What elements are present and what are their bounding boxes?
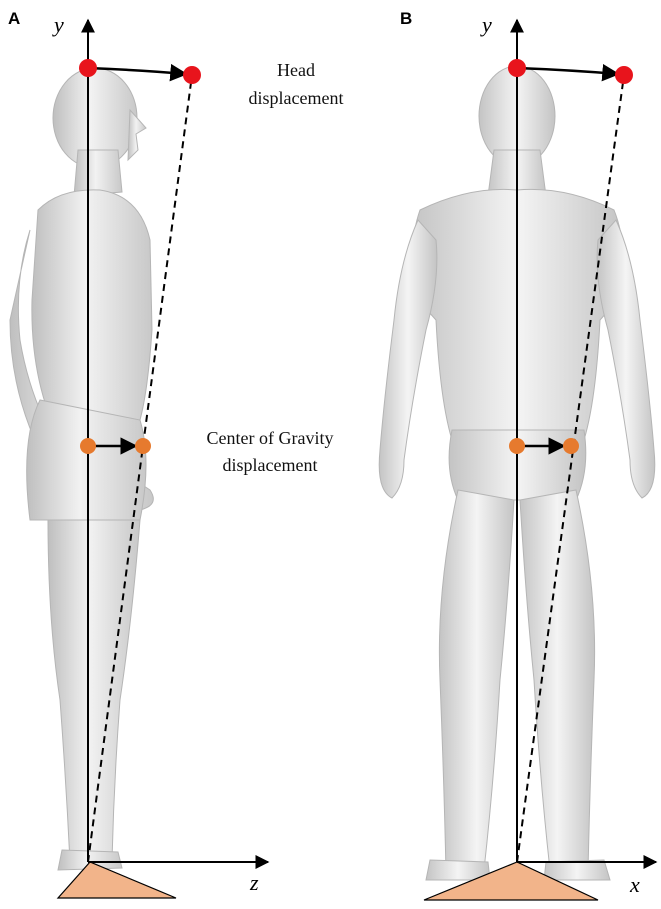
- panel-b-cog-displaced-marker: [563, 438, 579, 454]
- head-displacement-label-line1: Head: [277, 60, 315, 80]
- panel-b-x-axis-label: x: [629, 872, 640, 897]
- side-view-body-figure: [10, 68, 153, 870]
- panel-a-y-axis-label: y: [52, 12, 64, 37]
- cog-displacement-label-line2: displacement: [223, 455, 318, 475]
- panel-b-head-displaced-marker: [615, 66, 633, 84]
- panel-b-letter: B: [400, 9, 412, 28]
- panel-b-cog-origin-marker: [509, 438, 525, 454]
- panel-a-head-displaced-marker: [183, 66, 201, 84]
- panel-a-letter: A: [8, 9, 20, 28]
- panel-a: A y z: [8, 9, 268, 898]
- panel-b: B y x: [379, 9, 656, 900]
- annotations: Head displacement Center of Gravity disp…: [207, 60, 344, 475]
- cog-displacement-label-line1: Center of Gravity: [207, 428, 334, 448]
- panel-a-cog-origin-marker: [80, 438, 96, 454]
- panel-a-head-origin-marker: [79, 59, 97, 77]
- panel-a-z-axis-label: z: [249, 870, 259, 895]
- panel-b-y-axis-label: y: [480, 12, 492, 37]
- head-displacement-label-line2: displacement: [249, 88, 344, 108]
- panel-a-cog-displaced-marker: [135, 438, 151, 454]
- panel-b-head-origin-marker: [508, 59, 526, 77]
